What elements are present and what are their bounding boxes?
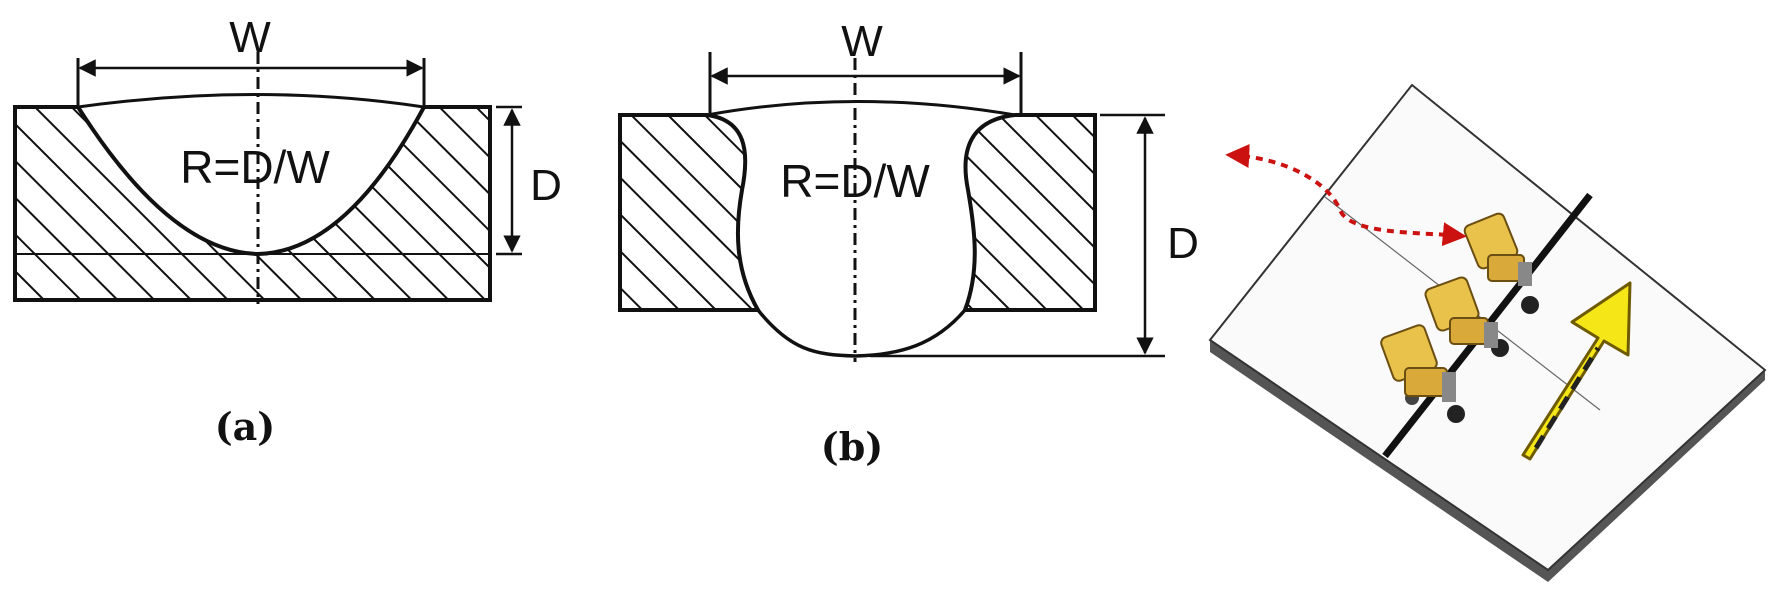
panel-b-width-label: W (841, 17, 883, 66)
tool-1 (1463, 212, 1539, 314)
panel-b-ratio-label: R=D/W (780, 155, 930, 207)
panel-b-weld-root (756, 308, 967, 358)
panel-b-weld-crown (706, 100, 1016, 117)
panel-a-caption: (a) (215, 404, 276, 449)
panel-a-ratio-label: R=D/W (180, 141, 330, 193)
panel-b-caption: (b) (821, 424, 884, 469)
panel-a-weld-crown (77, 93, 425, 109)
travel-direction-arrow-stripe (1533, 346, 1601, 450)
tool-3 (1380, 324, 1465, 423)
tool-2 (1424, 276, 1509, 357)
panel-a-weld-profile: W D R=D/W (a) (13, 13, 562, 449)
panel-b-weld-profile: W D R=D/W (b) (618, 17, 1199, 469)
panel-b-base-metal-left (618, 113, 762, 312)
red-dotted-link-arrow (1225, 143, 1467, 247)
panel-b-base-metal-right (962, 113, 1097, 312)
panel-b-depth-label: D (1167, 219, 1199, 268)
panel-a-width-label: W (229, 13, 271, 62)
panel-c-welding-plate (1208, 83, 1767, 582)
plate-side-edge (1210, 340, 1765, 582)
panel-a-depth-label: D (530, 161, 562, 210)
panel-a-base-metal (13, 105, 492, 302)
